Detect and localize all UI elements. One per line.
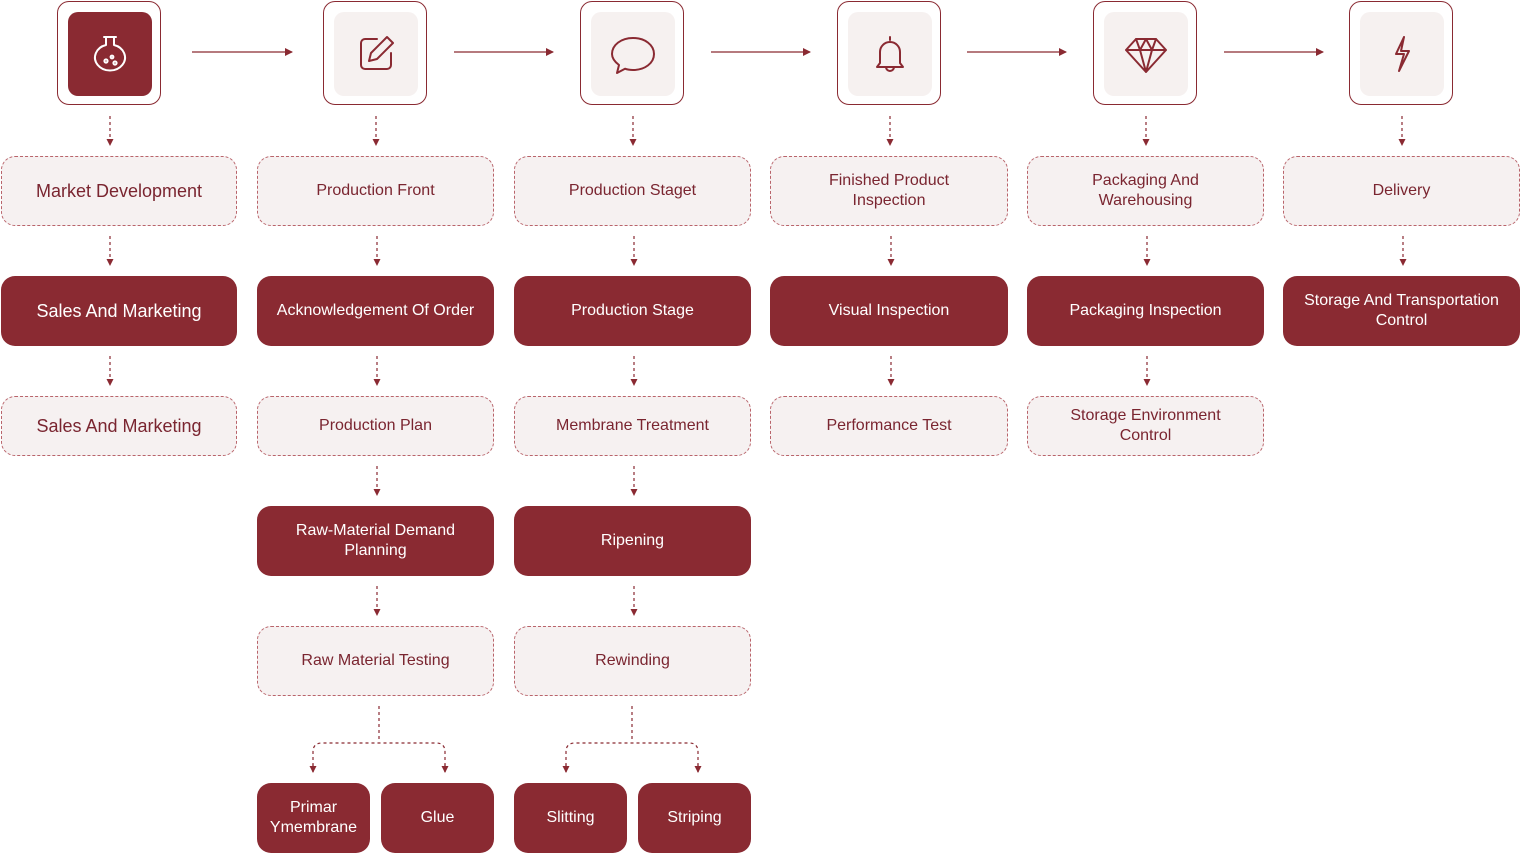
rewinding-node[interactable]: Rewinding	[514, 626, 751, 696]
ripening-node[interactable]: Ripening	[514, 506, 751, 576]
production-staget-node[interactable]: Production Staget	[514, 156, 751, 226]
chat-bubble-icon	[591, 12, 675, 96]
raw-material-demand-node[interactable]: Raw-Material Demand Planning	[257, 506, 494, 576]
node-label: Storage Environment Control	[1070, 407, 1221, 444]
raw-material-testing-node[interactable]: Raw Material Testing	[257, 626, 494, 696]
node-label: Packaging And Warehousing	[1092, 172, 1199, 209]
node-label: Raw Material Testing	[301, 652, 450, 669]
node-label: Striping	[667, 809, 722, 826]
node-label: Storage And Transportation Control	[1304, 292, 1499, 329]
primar-ymembrane-node[interactable]: Primar Ymembrane	[257, 783, 370, 853]
node-label: Performance Test	[826, 417, 952, 434]
node-label: Production Plan	[319, 417, 432, 434]
node-label: Slitting	[546, 809, 595, 826]
node-label: Raw-Material Demand Planning	[295, 522, 456, 559]
production-stage-node[interactable]: Production Stage	[514, 276, 751, 346]
edit-icon	[334, 12, 418, 96]
performance-test-node[interactable]: Performance Test	[770, 396, 1008, 456]
node-label: Production Staget	[568, 182, 697, 199]
node-label: Sales And Marketing	[36, 416, 202, 436]
visual-inspection-node[interactable]: Visual Inspection	[770, 276, 1008, 346]
node-label: Visual Inspection	[828, 302, 950, 319]
bell-icon	[848, 12, 932, 96]
slitting-node[interactable]: Slitting	[514, 783, 627, 853]
node-label: Finished Product Inspection	[828, 172, 950, 209]
sales-marketing-node[interactable]: Sales And Marketing	[1, 276, 237, 346]
market-development-node[interactable]: Market Development	[1, 156, 237, 226]
flask-icon	[68, 12, 152, 96]
node-label: Sales And Marketing	[36, 301, 202, 321]
step-4-card[interactable]	[837, 1, 941, 105]
sales-marketing-secondary-node[interactable]: Sales And Marketing	[1, 396, 237, 456]
node-label: Membrane Treatment	[556, 417, 709, 434]
glue-node[interactable]: Glue	[381, 783, 494, 853]
step-5-card[interactable]	[1093, 1, 1197, 105]
membrane-treatment-node[interactable]: Membrane Treatment	[514, 396, 751, 456]
node-label: Market Development	[35, 181, 203, 201]
packaging-inspection-node[interactable]: Packaging Inspection	[1027, 276, 1264, 346]
node-label: Primar Ymembrane	[269, 799, 358, 836]
storage-environment-node[interactable]: Storage Environment Control	[1027, 396, 1264, 456]
node-label: Ripening	[600, 532, 665, 549]
packaging-warehousing-node[interactable]: Packaging And Warehousing	[1027, 156, 1264, 226]
step-2-card[interactable]	[323, 1, 427, 105]
striping-node[interactable]: Striping	[638, 783, 751, 853]
storage-transportation-node[interactable]: Storage And Transportation Control	[1283, 276, 1520, 346]
node-label: Production Stage	[571, 302, 694, 319]
finished-product-inspection-node[interactable]: Finished Product Inspection	[770, 156, 1008, 226]
production-plan-node[interactable]: Production Plan	[257, 396, 494, 456]
node-label: Production Front	[316, 182, 435, 199]
node-label: Glue	[420, 809, 455, 826]
node-label: Delivery	[1372, 182, 1431, 199]
lightning-icon	[1360, 12, 1444, 96]
acknowledgement-order-node[interactable]: Acknowledgement Of Order	[257, 276, 494, 346]
delivery-node[interactable]: Delivery	[1283, 156, 1520, 226]
step-1-card[interactable]	[57, 1, 161, 105]
node-label: Rewinding	[595, 652, 670, 669]
production-front-node[interactable]: Production Front	[257, 156, 494, 226]
node-label: Acknowledgement Of Order	[276, 302, 475, 319]
diamond-icon	[1104, 12, 1188, 96]
node-label: Packaging Inspection	[1069, 302, 1222, 319]
step-6-card[interactable]	[1349, 1, 1453, 105]
step-3-card[interactable]	[580, 1, 684, 105]
